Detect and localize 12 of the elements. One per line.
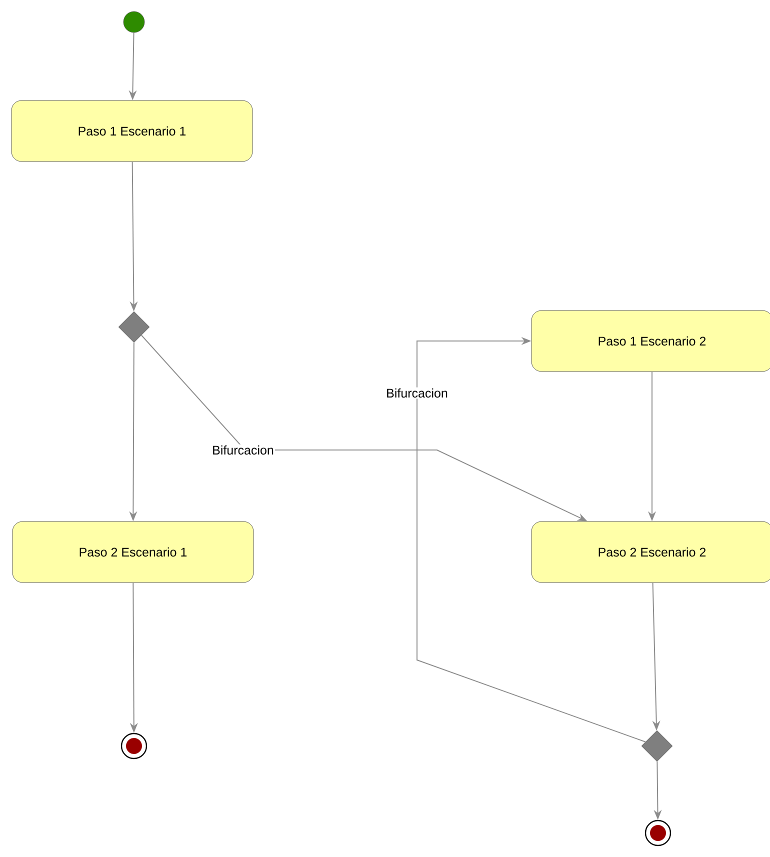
action-box: Paso 2 Escenario 2 — [531, 521, 770, 583]
action-box: Paso 1 Escenario 1 — [11, 100, 253, 162]
decision-diamond — [118, 311, 150, 343]
edge-label: Bifurcacion — [211, 444, 275, 456]
end-node — [120, 732, 148, 760]
edge-label: Bifurcacion — [385, 387, 449, 399]
end-node — [644, 820, 672, 846]
start-node — [123, 11, 145, 33]
decision-diamond — [641, 730, 673, 762]
action-box: Paso 1 Escenario 2 — [531, 310, 770, 372]
action-box: Paso 2 Escenario 1 — [12, 521, 254, 583]
arrow — [416, 336, 646, 742]
